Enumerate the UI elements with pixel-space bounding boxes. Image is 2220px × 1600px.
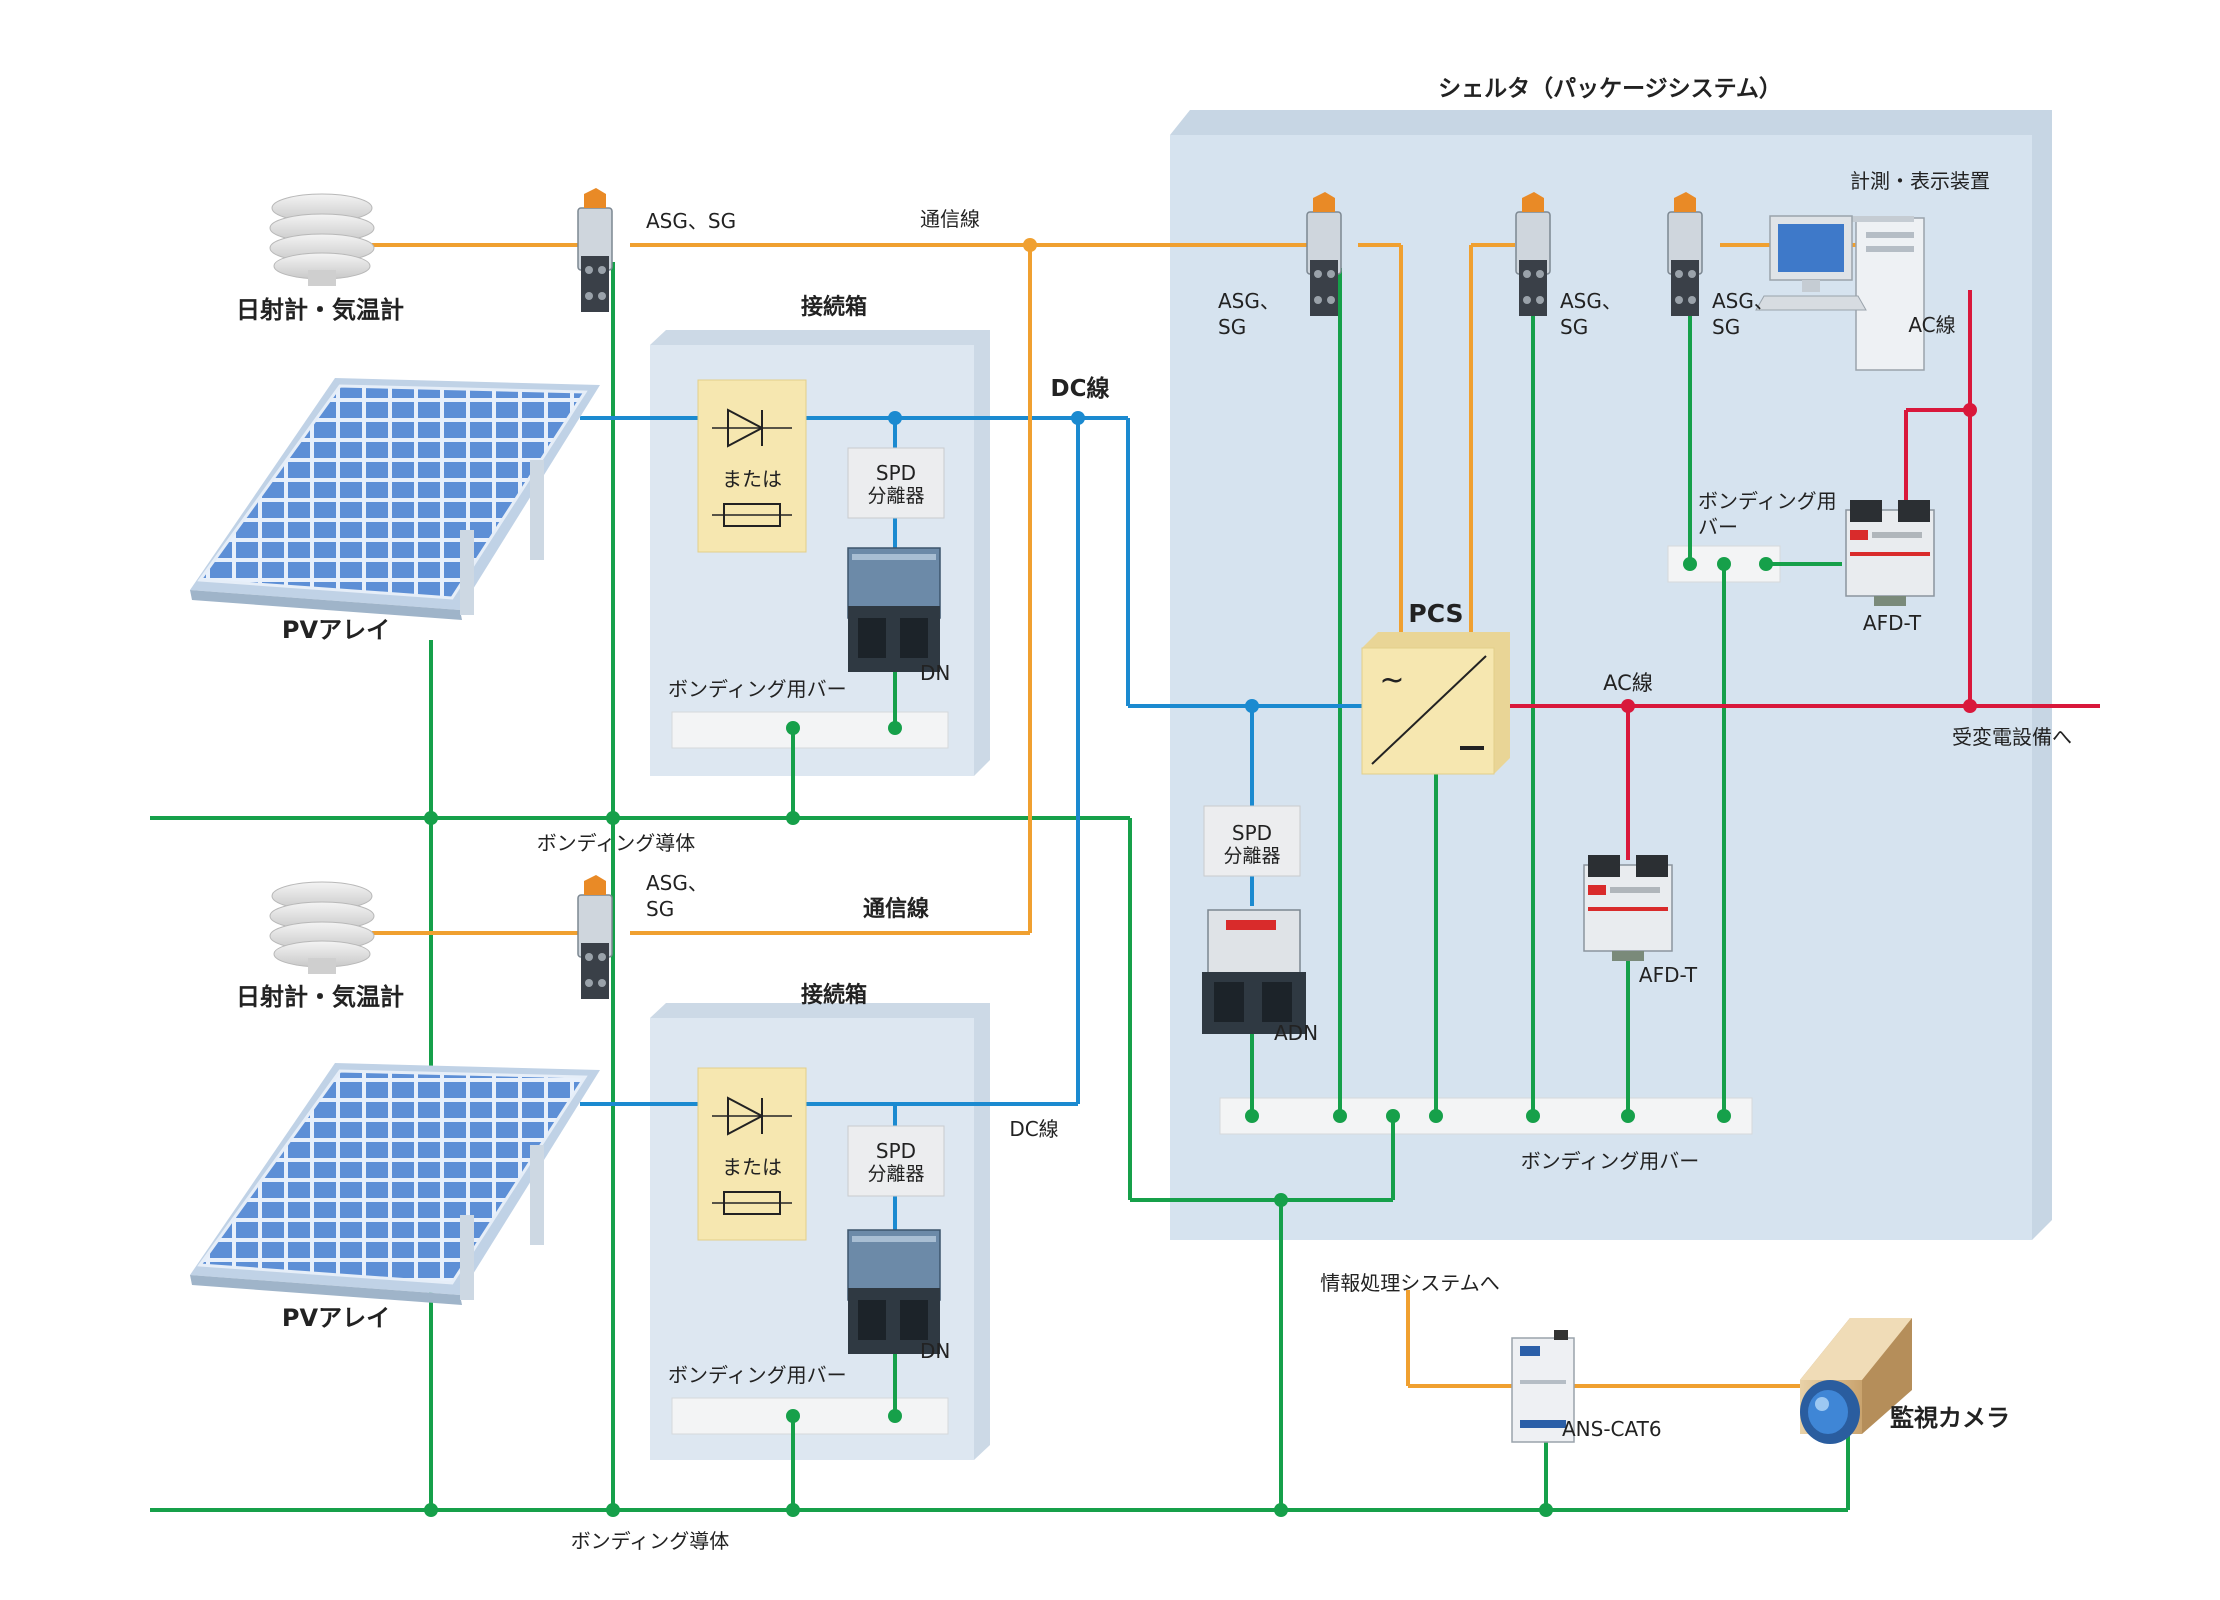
ans-cat6-label: ANS-CAT6 [1562,1417,1662,1441]
pyranometer-upper [269,193,375,286]
monitor-label: 計測・表示装置 [1850,169,1990,193]
spd-label-upper-line2: 分離器 [867,485,924,507]
dc-line-label-lower: DC線 [1009,1117,1058,1141]
monitor-computer [1755,215,1925,371]
shelter-box [1170,110,2052,1240]
pyranometer-label-upper: 日射計・気温計 [236,296,404,324]
bonding-bar-bottom [1219,1097,1753,1135]
pcs-label: PCS [1408,599,1463,628]
bonding-bar-small-label-line2: バー [1698,515,1738,539]
bonding-conductor-label-upper: ボンディング導体 [537,831,696,855]
spd-label-shelter-line1: SPD [1232,821,1272,845]
asg-label-upper: ASG、SG [646,209,736,233]
spd-label-shelter-line2: 分離器 [1223,845,1280,867]
ac-lines [1508,290,2100,860]
dn-label-lower: DN [920,1339,950,1363]
camera-label: 監視カメラ [1890,1404,2010,1432]
ac-line-label: AC線 [1603,671,1653,695]
asg-label-shelter-1-line2: SG [1218,315,1246,339]
asg-label-shelter-3-line2: SG [1712,315,1740,339]
or-label-upper: または [722,467,782,491]
adn-label: ADN [1274,1021,1318,1045]
arrester-asg-lower [577,874,613,1000]
dn-device-upper [847,547,941,673]
bonding-conductor-label-lower: ボンディング導体 [571,1529,730,1553]
or-label-lower: または [722,1155,782,1179]
spd-box-shelter [1203,805,1301,877]
shelter-title: シェルタ（パッケージシステム） [1438,75,1782,102]
surveillance-camera-icon [1800,1318,1912,1444]
pv-array-label-upper: PVアレイ [282,616,390,644]
asg-label-shelter-3-line1: ASG、 [1712,289,1774,313]
to-info-system-label: 情報処理システムへ [1320,1271,1499,1295]
pv-array-upper [190,378,600,620]
arrester-asg-upper [577,187,613,313]
to-receiving-equipment-label: 受変電設備へ [1952,725,2072,749]
bonding-bar-label-lower: ボンディング用バー [668,1363,847,1387]
bonding-bar-label-upper: ボンディング用バー [668,677,847,701]
asg-label-lower-line1: ASG、 [646,871,708,895]
afd-t-device-top [1845,499,1935,607]
pv-array-label-lower: PVアレイ [282,1304,390,1332]
spd-label-lower-line1: SPD [876,1139,916,1163]
junction-box-title-upper: 接続箱 [801,294,867,320]
communication-lines [372,243,1860,1388]
comm-line-label-upper: 通信線 [920,207,980,231]
junction-box-title-lower: 接続箱 [801,982,867,1008]
junction-dots [424,238,1977,1517]
bonding-bar-bottom-label: ボンディング用バー [1521,1149,1700,1173]
ac-line-top-label: AC線 [1908,313,1955,337]
afd-t-label-mid: AFD-T [1639,963,1698,987]
pyranometer-label-lower: 日射計・気温計 [236,983,404,1011]
comm-line-label-lower: 通信線 [863,896,929,922]
pcs-unit [1361,632,1510,775]
pv-array-lower [190,1063,600,1305]
adn-device [1202,909,1306,1034]
asg-label-shelter-2-line2: SG [1560,315,1588,339]
asg-label-lower-line2: SG [646,897,674,921]
spd-label-upper-line1: SPD [876,461,916,485]
afd-t-label-top: AFD-T [1863,611,1922,635]
spd-box-lower [847,1125,945,1197]
dn-label-upper: DN [920,661,950,685]
asg-label-shelter-1-line1: ASG、 [1218,289,1280,313]
rectifier-or-fuse-lower [697,1067,807,1241]
spd-box-upper [847,447,945,519]
pyranometer-lower [269,881,375,974]
afd-t-device-mid [1583,854,1673,962]
dc-line-label-upper: DC線 [1051,375,1110,402]
bonding-bar-small-label-line1: ボンディング用 [1698,489,1837,513]
rectifier-or-fuse-upper [697,379,807,553]
spd-label-lower-line2: 分離器 [867,1163,924,1185]
pcs-ac-symbol: ~ [1379,663,1404,698]
dn-device-lower [847,1229,941,1355]
asg-label-shelter-2-line1: ASG、 [1560,289,1622,313]
ans-cat6-device [1511,1330,1575,1443]
